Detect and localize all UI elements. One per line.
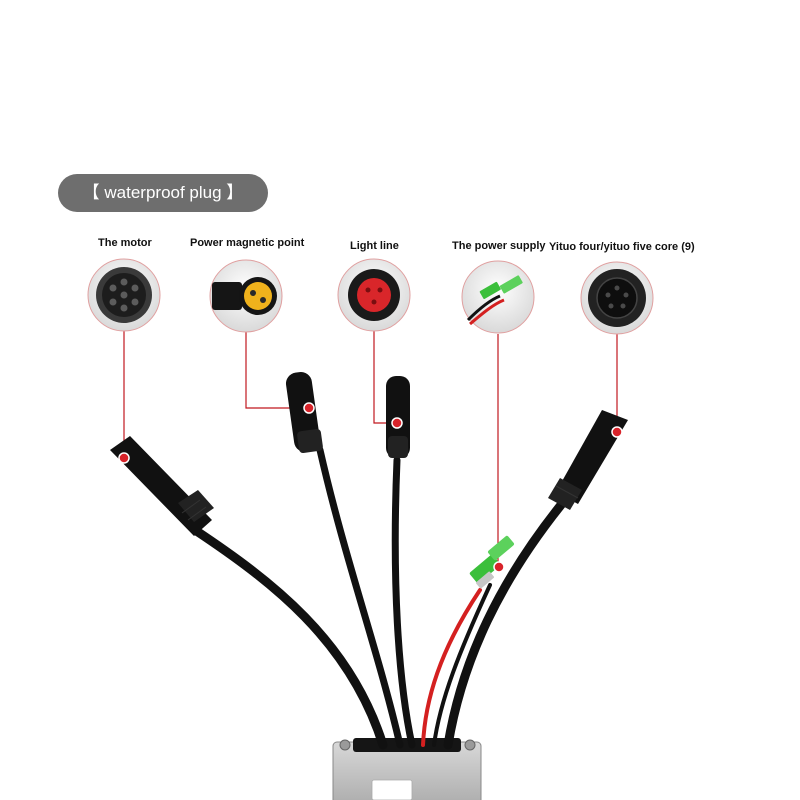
- light-line-plug: [386, 376, 410, 458]
- yituo-plug: [548, 410, 628, 510]
- cables: [190, 446, 570, 750]
- power-supply-label: The power supply: [452, 240, 546, 252]
- light-line-connector-face: [337, 258, 411, 332]
- power-supply-connector-face: [461, 260, 535, 334]
- callout-dots: [118, 402, 623, 573]
- motor-connector-face: [87, 258, 161, 332]
- waterproof-plug-badge: 【 waterproof plug 】: [58, 174, 268, 212]
- controller-box: [332, 738, 482, 800]
- power-magnetic-point-label: Power magnetic point: [190, 237, 305, 249]
- yituo-connector-face: [580, 261, 654, 335]
- power-supply-terminals: [469, 535, 514, 589]
- yituo-core-label: Yituo four/yituo five core (9): [549, 241, 695, 253]
- callout-lines: [123, 330, 618, 567]
- power-magnetic-connector-face: [209, 259, 283, 333]
- light-line-label: Light line: [350, 240, 399, 252]
- power-magnetic-plug: [285, 372, 323, 454]
- motor-plug: [110, 436, 214, 536]
- motor-label: The motor: [98, 237, 152, 249]
